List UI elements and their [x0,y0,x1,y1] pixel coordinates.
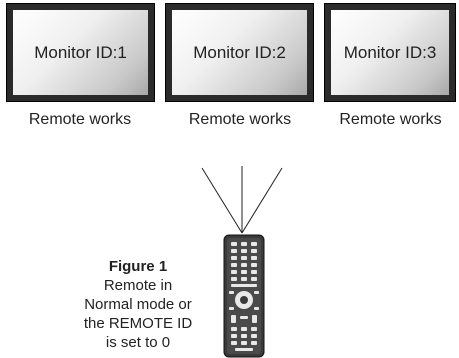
monitor-1-label: Monitor ID:1 [34,42,127,62]
monitor-2-status: Remote works [188,111,292,128]
monitor-2-label: Monitor ID:2 [193,42,286,62]
figure-caption-line-1: Remote in [103,277,173,294]
monitor-3-status: Remote works [339,111,442,128]
monitor-2: Monitor ID:2 [165,3,314,102]
monitor-3: Monitor ID:3 [324,3,456,102]
figure-caption-line-3: the REMOTE ID [83,315,193,332]
figure-caption: Figure 1 Remote in Normal mode or the RE… [58,257,218,352]
remote-signal-beams [201,166,283,234]
remote-control-icon [223,234,265,358]
figure-caption-line-4: is set to 0 [105,334,171,351]
monitor-1: Monitor ID:1 [6,3,155,102]
beam-right [241,167,283,234]
monitor-1-status: Remote works [28,111,132,128]
figure-title: Figure 1 [108,258,168,275]
figure-caption-line-2: Normal mode or [84,296,192,313]
monitor-3-label: Monitor ID:3 [343,42,437,62]
beam-left [201,167,243,234]
